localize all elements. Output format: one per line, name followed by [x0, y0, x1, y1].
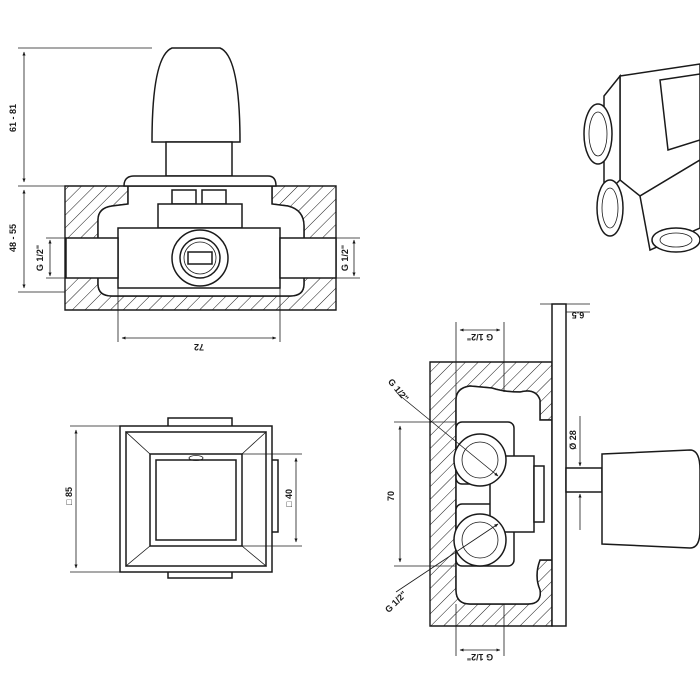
isometric-view — [583, 63, 700, 253]
dim-handle-height: 61 - 81 — [8, 104, 18, 132]
side-wall-plate — [551, 303, 567, 627]
dim-height-70: 70 — [386, 491, 396, 501]
iso-port-lower — [596, 179, 624, 237]
front-section-view: 61 - 81 48 - 55 G 1/2" G 1/2" 72 — [8, 47, 360, 352]
dim-top-thread: G 1/2" — [467, 332, 493, 342]
plan-view: □ 85 □ 40 — [64, 417, 302, 579]
nut-right — [201, 189, 227, 205]
port-left — [65, 237, 119, 279]
valve-neck — [157, 203, 243, 229]
outlet-slot — [187, 251, 213, 265]
dim-body-depth: 48 - 55 — [8, 224, 18, 252]
handle — [151, 47, 241, 143]
dim-offset-6-5: 6.5 — [572, 310, 585, 320]
side-section-view: G 1/2" G 1/2" G 1/2" G 1/2" 70 Ø 28 6.5 — [383, 303, 700, 662]
dim-width-72: 72 — [194, 342, 204, 352]
iso-port-bottom — [651, 227, 700, 253]
port-right — [279, 237, 337, 279]
dim-left-thread: G 1/2" — [35, 245, 45, 271]
side-handle-stem — [565, 467, 603, 493]
side-handle — [601, 449, 700, 549]
plan-knob-inner — [155, 459, 237, 541]
handle-stem — [165, 141, 233, 177]
side-valve-spindle — [533, 465, 545, 523]
wall-plate — [123, 175, 277, 187]
dim-right-thread: G 1/2" — [340, 245, 350, 271]
iso-port-upper — [583, 103, 613, 165]
dim-diag-thread-lower: G 1/2" — [383, 589, 409, 615]
dim-diag-thread-upper: G 1/2" — [386, 377, 411, 404]
dim-bottom-thread: G 1/2" — [467, 652, 493, 662]
dim-plate-square: □ 85 — [64, 487, 74, 505]
iso-cap — [659, 73, 700, 151]
dim-knob-square: □ 40 — [284, 489, 294, 507]
dim-diameter-28: Ø 28 — [568, 430, 578, 450]
nut-left — [171, 189, 197, 205]
plan-knob-mark — [188, 455, 204, 461]
iso-lower-face — [639, 159, 700, 252]
